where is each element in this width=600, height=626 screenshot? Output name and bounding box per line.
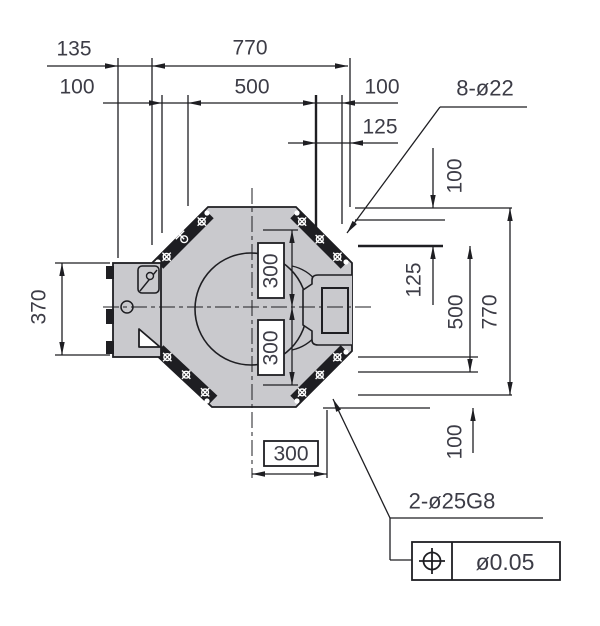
feature-control-frame: ø0.05 <box>411 541 561 581</box>
dim-100-top-right: 100 <box>364 76 399 99</box>
dimension-arrowheads <box>59 63 513 477</box>
dim-300-upper: 300 <box>260 253 283 288</box>
protrusion-lower-cutout <box>138 328 161 348</box>
corner-band-top-left <box>154 209 214 269</box>
dim-100-right-top: 100 <box>444 158 467 193</box>
dim-300-bottom: 300 <box>273 443 308 466</box>
dim-500-right: 500 <box>445 294 468 329</box>
dim-770-right: 770 <box>479 294 502 329</box>
corner-band-bottom-right <box>290 345 350 405</box>
dim-370: 370 <box>28 289 51 324</box>
plate-body <box>103 188 372 478</box>
protrusion-lug-middle <box>106 309 114 324</box>
basic-dimension-boxes <box>257 242 319 467</box>
dim-100-top-left: 100 <box>59 76 94 99</box>
dim-500-top: 500 <box>234 76 269 99</box>
protrusion-lug-bottom <box>106 341 114 354</box>
dim-125-right: 125 <box>403 262 426 297</box>
protrusion-upper-cutout <box>137 265 160 294</box>
protrusion-lug-top <box>106 266 114 279</box>
dimension-labels: 135 770 100 500 100 125 8-ø22 100 125 50… <box>28 37 514 514</box>
dim-100-right-bottom: 100 <box>444 424 467 459</box>
left-protrusion <box>106 262 162 358</box>
fcf-tolerance-value: ø0.05 <box>476 549 535 575</box>
corner-band-top-right <box>290 209 350 269</box>
center-circle <box>194 252 308 366</box>
dim-300-lower: 300 <box>260 330 283 365</box>
dimension-lines <box>47 58 543 561</box>
position-symbol-icon <box>419 548 445 574</box>
dim-770-top: 770 <box>232 37 267 60</box>
pin-callout-2-o25g8: 2-ø25G8 <box>409 489 496 514</box>
dim-135: 135 <box>56 38 91 61</box>
dim-125-top: 125 <box>362 116 397 139</box>
hole-callout-8-o22: 8-ø22 <box>456 76 513 101</box>
right-square-feature <box>302 274 352 346</box>
